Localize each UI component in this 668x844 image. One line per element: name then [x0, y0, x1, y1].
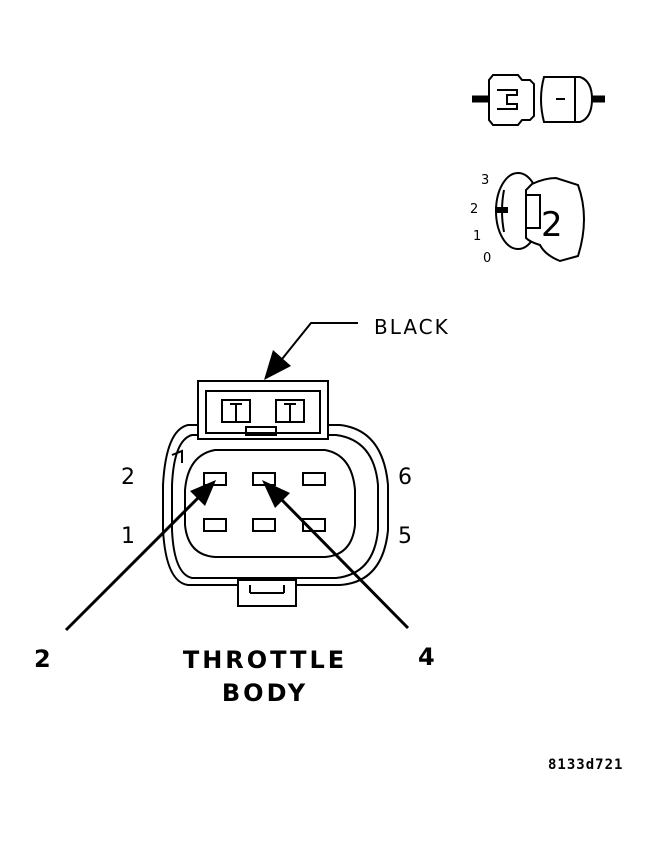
callout-line-left — [64, 492, 204, 632]
connector-color-label: BLACK — [374, 315, 450, 339]
cavity-number-view-icon: 3 2 1 0 2 — [470, 172, 585, 266]
pin-label: 6 — [398, 465, 412, 490]
pin-label: 1 — [121, 524, 135, 549]
component-title-line1: THROTTLE — [183, 646, 347, 674]
pin-label: 5 — [398, 524, 412, 549]
callout-line-right — [276, 494, 410, 630]
pin-cavities — [203, 472, 326, 532]
scale-label: 3 — [481, 173, 489, 188]
color-leader-arrowhead — [264, 350, 291, 380]
callout-arrowhead-left — [190, 480, 216, 506]
pin-cavity-3 — [252, 518, 276, 532]
cavity-badge-number: 2 — [541, 205, 563, 245]
pin-cavity-6 — [302, 472, 326, 486]
component-title-line2: BODY — [222, 679, 308, 707]
figure-id: 8133d721 — [548, 757, 623, 773]
callout-number: 4 — [418, 643, 435, 671]
pin-cavity-1 — [203, 518, 227, 532]
pin-label: 2 — [121, 465, 135, 490]
connector-side-view-icon — [472, 74, 605, 126]
callout-number: 2 — [34, 645, 51, 673]
pin-cavity-2 — [203, 472, 227, 486]
color-leader-line — [273, 322, 358, 370]
pin-cavity-4 — [252, 472, 276, 486]
scale-label: 1 — [473, 229, 481, 244]
scale-label: 0 — [483, 251, 491, 266]
callout-arrowhead-right — [262, 480, 290, 508]
scale-label: 2 — [470, 202, 478, 217]
